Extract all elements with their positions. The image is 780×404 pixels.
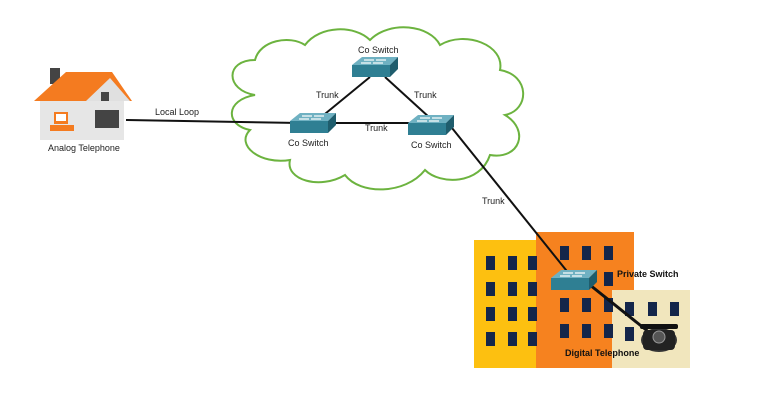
digital-telephone-label: Digital Telephone	[565, 348, 639, 358]
trunk-label-bottom: Trunk	[365, 123, 388, 133]
co-switch-right-label: Co Switch	[411, 140, 452, 150]
trunk-link-to-private	[451, 127, 571, 276]
co-switch-right-icon	[407, 114, 455, 136]
co-switch-left-icon	[289, 112, 337, 134]
co-switch-left-label: Co Switch	[288, 138, 329, 148]
analog-telephone-label: Analog Telephone	[48, 143, 120, 153]
private-switch-icon	[550, 269, 598, 291]
private-switch-label: Private Switch	[617, 269, 679, 279]
local-loop-link	[125, 119, 301, 124]
trunk-label-left: Trunk	[316, 90, 339, 100]
trunk-label-right: Trunk	[414, 90, 437, 100]
cloud-network-boundary	[230, 26, 525, 191]
local-loop-label: Local Loop	[155, 107, 199, 117]
digital-telephone-icon	[640, 324, 678, 352]
trunk-label-to-private: Trunk	[482, 196, 505, 206]
house-icon	[34, 68, 132, 140]
co-switch-top-icon	[351, 56, 399, 78]
trunk-link-right	[384, 76, 431, 119]
trunk-link-left	[319, 76, 371, 119]
co-switch-top-label: Co Switch	[358, 45, 399, 55]
office-buildings	[474, 232, 690, 368]
